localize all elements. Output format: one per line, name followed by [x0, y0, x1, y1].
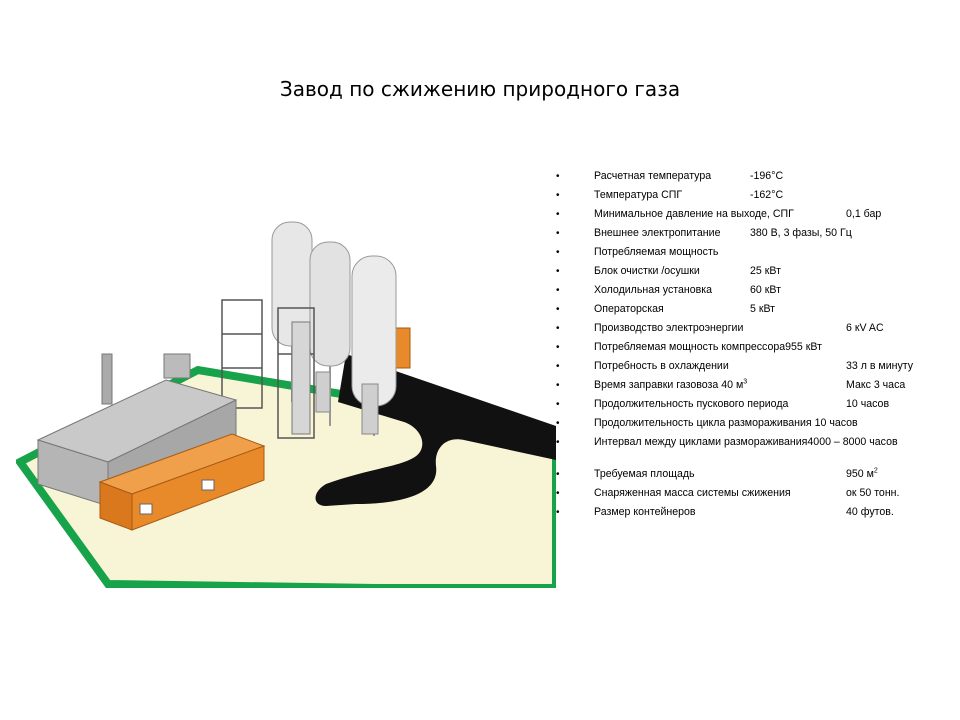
page-title: Завод по сжижению природного газа — [279, 77, 681, 101]
spec-item: •Интервал между циклами размораживания40… — [556, 436, 898, 448]
spec-item: •Потребляемая мощность — [556, 246, 719, 258]
lng-plant-illustration — [16, 221, 556, 588]
spec-item: •Температура СПГ-162°C — [556, 189, 784, 201]
spec-item: •Продолжительность цикла размораживания … — [556, 417, 858, 429]
cryogenic-tanks — [271, 221, 397, 436]
cold-box — [291, 321, 311, 435]
spec-item: •Расчетная температура-196°C — [556, 170, 784, 182]
operator-containers — [98, 433, 266, 531]
specs-list: •Расчетная температура-196°C •Температур… — [556, 170, 956, 525]
spec-item: •Потребляемая мощность компрессора955 кВ… — [556, 341, 822, 353]
